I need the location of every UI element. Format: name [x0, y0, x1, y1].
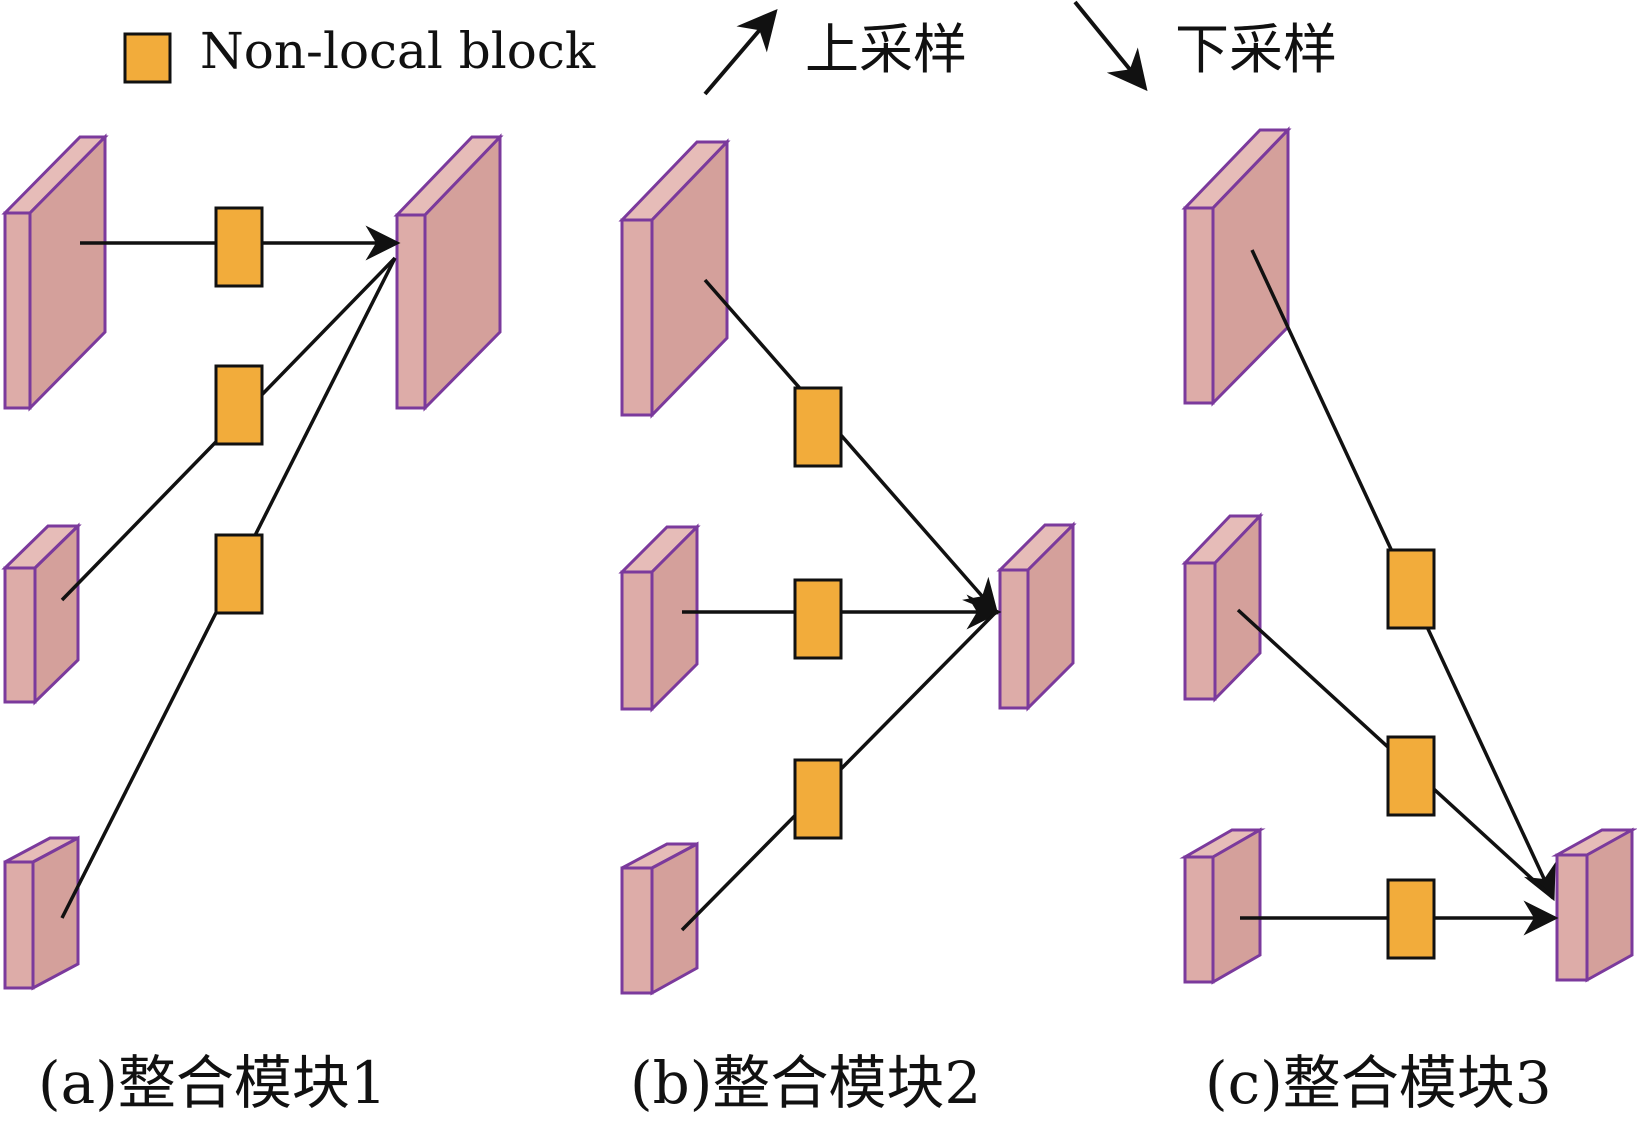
legend-downsample-arrow-icon [1073, 0, 1148, 92]
non-local-block [793, 758, 843, 840]
feature-map [1551, 827, 1637, 983]
non-local-block [1386, 548, 1436, 630]
non-local-block [793, 578, 843, 660]
legend: Non-local block 上采样 下采样 [123, 0, 1337, 96]
non-local-block [214, 206, 264, 288]
panel-c-caption: (c)整合模块3 [1205, 1049, 1552, 1117]
feature-map [996, 521, 1077, 712]
feature-map [618, 523, 701, 713]
feature-map [1, 522, 82, 706]
feature-map [1181, 512, 1264, 703]
feature-map [618, 138, 731, 419]
feature-map [3, 835, 80, 991]
feature-map [1, 133, 109, 412]
non-local-block [214, 533, 264, 615]
feature-map [393, 133, 504, 412]
non-local-block [1386, 878, 1436, 960]
panel-c [1179, 126, 1637, 985]
non-local-block [214, 364, 264, 446]
panel-a [1, 133, 504, 991]
feature-map [620, 841, 699, 996]
feature-map [1181, 126, 1292, 407]
panel-a-caption: (a)整合模块1 [38, 1049, 387, 1117]
feature-map [1179, 827, 1266, 985]
legend-block-swatch [123, 32, 172, 84]
panel-b [618, 138, 1077, 996]
legend-upsample-label: 上采样 [805, 18, 967, 81]
panel-b-caption: (b)整合模块2 [630, 1049, 981, 1117]
non-local-block [793, 386, 843, 468]
legend-block-label: Non-local block [200, 22, 596, 80]
connection-arrow [703, 278, 999, 615]
non-local-block [1386, 735, 1436, 817]
legend-upsample-arrow-icon [703, 8, 778, 96]
legend-downsample-label: 下采样 [1175, 18, 1337, 81]
